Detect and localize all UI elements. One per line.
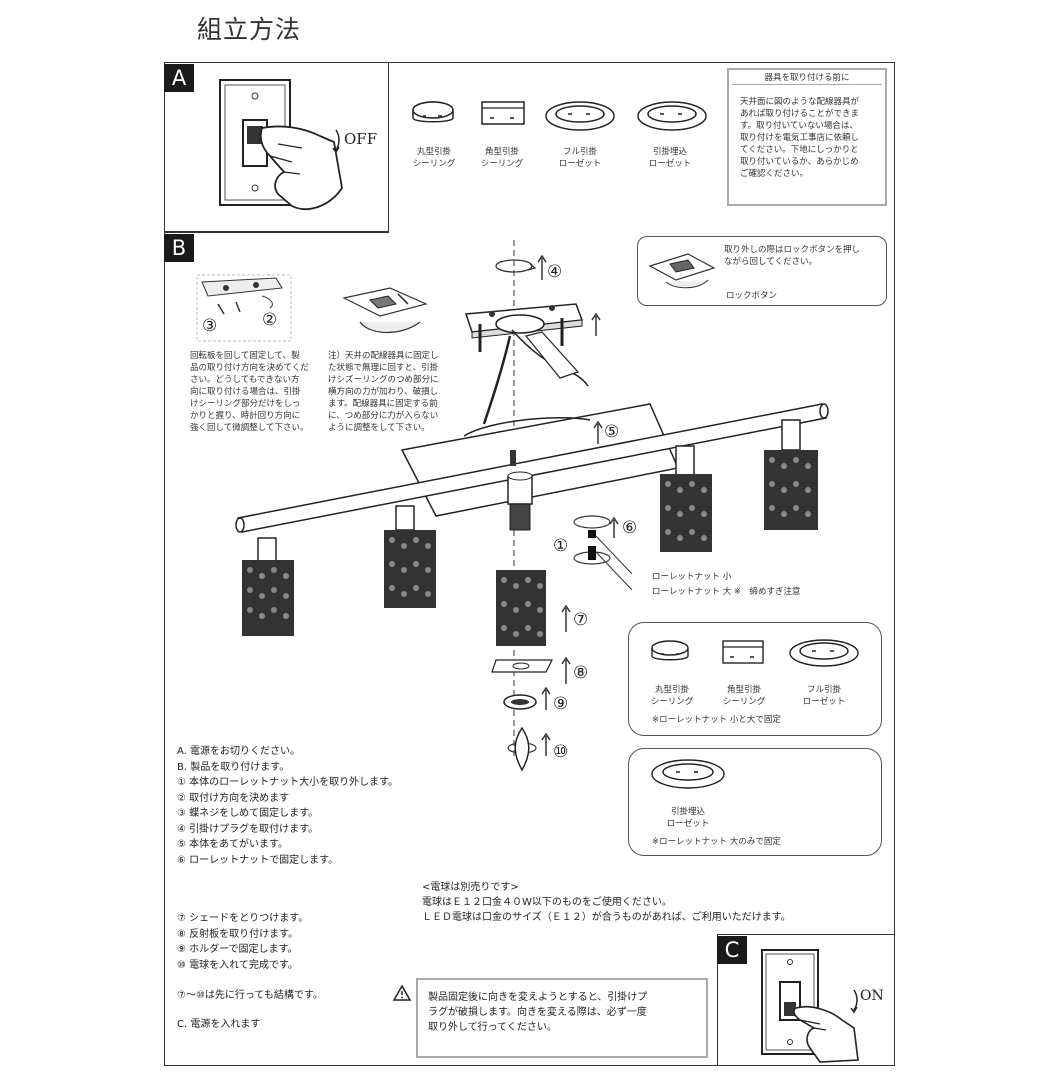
page-title: 組立方法 [197, 15, 302, 44]
section-b-divider [164, 232, 389, 233]
embedded-rosette-icon [637, 101, 707, 131]
nut-label-large: ローレットナット 大 ※ 締めすぎ注意 [652, 587, 801, 597]
embedded-rosette-label: 引掛埋込ローゼット [666, 807, 710, 829]
lock-button-figure [648, 253, 716, 289]
note-body: 天井面に図のような配線器具があれば取り付けることができます。取り付いていない場合… [740, 97, 860, 179]
ceiling-types-box [628, 622, 882, 736]
instruction-list-2: ⑦ シェードをとりつけます。⑧ 反射板を取り付けます。⑨ ホルダーで固定します。… [177, 913, 309, 971]
light-fixture-assembly-illustration [235, 240, 829, 772]
warning-triangle-icon [392, 984, 412, 1001]
caption-left: 回転板を回して固定して、製品の取り付け方向を決めてください。どうしてもできない方… [190, 351, 309, 433]
section-a-label: A [164, 64, 194, 92]
embedded-rosette-box [628, 748, 882, 856]
switch-on-label: ON [860, 988, 884, 1004]
nut-label-small: ローレットナット 小 [652, 572, 732, 582]
step-marker: ③ [202, 316, 218, 336]
instruction-list: A. 電源をお切りください。B. 製品を取り付けます。① 本体のローレットナット… [177, 746, 399, 866]
diagram-frame [164, 62, 895, 1066]
bulb-note: <電球は別売りです>電球はＥ１２口金４０W以下のものをご使用ください。ＬＥＤ電球… [422, 882, 791, 923]
order-note: ⑦〜⑩は先に行っても結構です。 [177, 990, 323, 1001]
note-heading: 器具を取り付ける前に [732, 72, 882, 85]
mounting-plate-figure [196, 274, 292, 342]
section-b-label: B [164, 234, 194, 262]
step-marker: ⑧ [573, 663, 589, 683]
ceiling-type-label: 丸型引掛シーリング [412, 147, 456, 169]
ceiling-type-label: 引掛埋込ローゼット [648, 147, 692, 169]
step-marker: ⑨ [553, 694, 569, 714]
step-marker: ① [553, 536, 569, 556]
ceiling-type-label: フル引掛ローゼット [558, 147, 602, 169]
lock-button-label: ロックボタン [726, 291, 778, 301]
step-marker: ④ [547, 262, 563, 282]
ceiling-type-label: 丸型引掛シーリング [650, 685, 694, 707]
step-marker: ⑤ [604, 422, 620, 442]
ceiling-type-label: 角型引掛シーリング [480, 147, 524, 169]
switch-off-illustration [219, 79, 343, 210]
step-marker: ⑦ [573, 610, 589, 630]
step-marker: ⑩ [553, 742, 569, 762]
embedded-rosette-icon [651, 759, 725, 789]
warning-text: 製品固定後に向きを変えようとすると、引掛けプラグが破損します。向きを変える際は、… [428, 992, 648, 1033]
section-c-label: C [717, 936, 747, 964]
round-ceiling-socket-icon [651, 640, 689, 661]
ceiling-type-label: フル引掛ローゼット [802, 685, 846, 707]
power-on-note: C. 電源を入れます [177, 1019, 261, 1030]
caption-mid: 注）天井の配線器具に固定した状態で無理に回すと、引掛けシズーリングのつめ部分に横… [328, 351, 439, 433]
round-ceiling-socket-icon [412, 101, 454, 123]
ceiling-types-note: ※ローレットナット 小と大で固定 [652, 715, 781, 725]
warning-box [416, 978, 708, 1058]
lock-note-text: 取り外しの際はロックボタンを押しながら回してください。 [724, 245, 861, 267]
square-ceiling-socket-icon [722, 640, 764, 664]
embedded-rosette-note: ※ローレットナット 大のみで固定 [652, 837, 781, 847]
step-marker: ⑥ [622, 518, 638, 538]
ceiling-type-label: 角型引掛シーリング [722, 685, 766, 707]
switch-off-label: OFF [344, 130, 378, 148]
pre-install-note-box [727, 68, 887, 206]
full-rosette-icon [789, 639, 859, 667]
step-marker: ② [262, 310, 278, 330]
square-ceiling-socket-icon [481, 101, 525, 125]
lock-note-box [637, 236, 887, 306]
switch-on-illustration [761, 949, 859, 1063]
lock-plug-figure [342, 287, 428, 333]
full-rosette-icon [545, 101, 615, 131]
